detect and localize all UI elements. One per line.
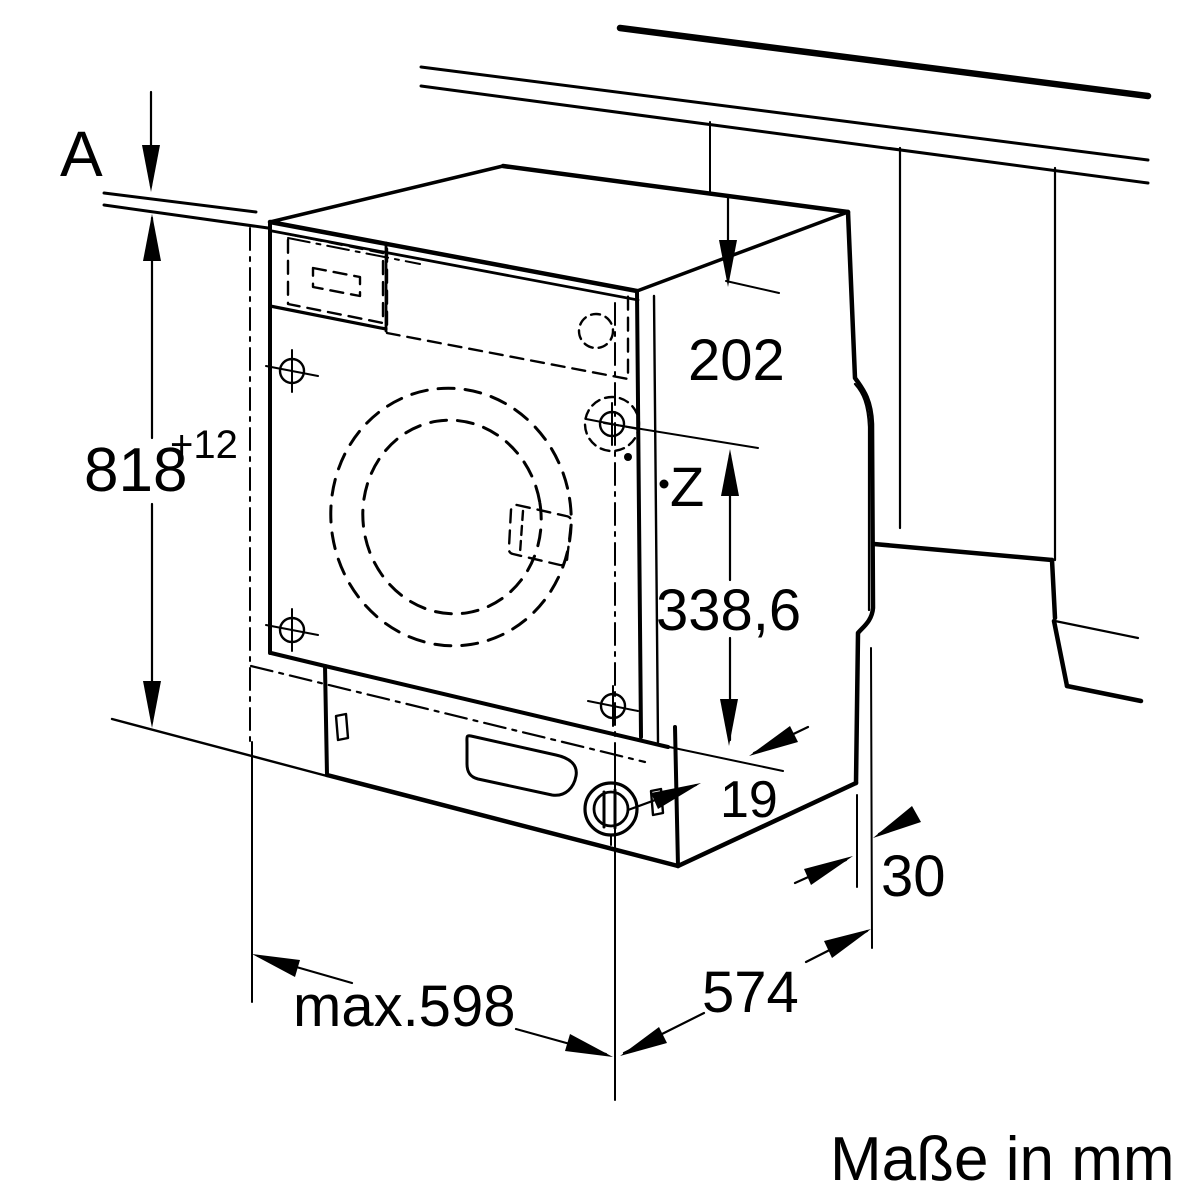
- arrowhead-19-upright: [651, 783, 701, 809]
- arrowhead-338-up: [721, 449, 739, 496]
- panel-top-edge: [270, 229, 640, 302]
- arrowhead-818-down: [143, 681, 161, 728]
- hinge-leader-line: [603, 422, 759, 449]
- cabinet-plinth-bottom: [1064, 683, 1144, 704]
- machine-front-right-edge: [635, 289, 643, 739]
- machine-bottom-front-edge: [323, 664, 670, 749]
- latch-left: [334, 712, 350, 742]
- cabinet-plinth-top: [1053, 619, 1140, 640]
- machine-step-left: [269, 651, 327, 668]
- hinge-highlight-circle: [583, 395, 641, 453]
- mounting-screws: [265, 349, 669, 727]
- door-grip-inner-line: [518, 509, 525, 555]
- hinge-dot-2: [659, 479, 669, 489]
- arrowhead-30-right: [873, 806, 921, 838]
- arrowhead-818-up: [143, 214, 161, 261]
- arrowhead-338-down: [720, 699, 738, 746]
- detergent-drawer-outline: [286, 232, 385, 325]
- arrowhead-202-down: [719, 240, 737, 287]
- reference-lines: [110, 227, 647, 1101]
- dim-818: 818 +12: [84, 214, 238, 728]
- dim-A: A: [60, 90, 160, 192]
- dim-30: 30: [793, 647, 946, 949]
- dim-338-6-value: 338,6: [656, 578, 801, 643]
- hinge-dot-1: [624, 453, 632, 461]
- program-knob-hidden: [577, 312, 615, 350]
- drawer-center-line: [287, 237, 421, 265]
- cabinet-plinth-edge: [1051, 618, 1070, 689]
- door-bulge-inner-line: [853, 382, 871, 612]
- detergent-drawer-inner: [311, 266, 362, 298]
- dim-818-value: 818: [84, 436, 187, 505]
- caption-units: Maße in mm: [830, 1125, 1174, 1194]
- arrowhead-A-down: [142, 145, 160, 192]
- porthole-inner: [361, 418, 543, 616]
- tick-202: [725, 280, 780, 294]
- worktop-and-wall: [102, 24, 1152, 230]
- screw-bottom-right: [587, 685, 639, 727]
- dim-A-label: A: [60, 118, 103, 190]
- machine-side-fold-line: [652, 294, 660, 744]
- adjacent-cabinet: [871, 146, 1144, 704]
- cabinet-base-step: [1049, 557, 1058, 621]
- arrowhead-598-left: [252, 954, 300, 977]
- extension-30-right: [870, 647, 873, 949]
- drum-door: [329, 386, 573, 648]
- arrowhead-19-downleft: [749, 726, 798, 756]
- dim-202-value: 202: [688, 328, 785, 393]
- dim-19-value: 19: [720, 771, 778, 829]
- dim-202: 202: [688, 121, 785, 393]
- porthole-outer: [329, 386, 573, 648]
- plinth-bottom-edge: [324, 772, 681, 869]
- dim-574: 574: [620, 929, 871, 1056]
- machine-side-bottom-edge: [675, 780, 859, 869]
- dim-19: 19: [626, 725, 810, 829]
- panel-bottom-edge: [268, 304, 388, 331]
- cabinet-base-line: [871, 541, 1055, 563]
- worktop-right-line-1: [419, 65, 1150, 162]
- fascia-panel-outline: [385, 242, 630, 381]
- adjuster-knob: [583, 781, 639, 846]
- worktop-left-line-1: [102, 191, 258, 214]
- door-grip: [507, 503, 573, 567]
- machine-side-right-edge: [845, 209, 876, 786]
- arrowhead-574-right: [824, 929, 871, 958]
- screw-top-left: [265, 349, 319, 393]
- plinth-center-line: [249, 664, 647, 764]
- hinge-label-z: Z: [670, 455, 704, 518]
- dim-338-6: Z 338,6: [603, 422, 801, 772]
- wall-top-edge: [616, 24, 1152, 100]
- dim-574-value: 574: [702, 960, 799, 1025]
- dim-30-value: 30: [881, 844, 946, 909]
- machine-top-back-edge: [500, 163, 851, 215]
- arrowhead-598-right: [565, 1034, 613, 1057]
- dim-818-tolerance: +12: [170, 423, 238, 467]
- dim-max-598: max.598: [252, 954, 613, 1057]
- latch-right: [649, 787, 665, 817]
- control-panel: [268, 229, 640, 381]
- dim-max-598-value: max.598: [293, 974, 515, 1039]
- machine-top-right-edge: [635, 210, 850, 293]
- arrowhead-574-left: [620, 1027, 667, 1056]
- reference-line-panel-bottom: [640, 740, 784, 772]
- floor-reference-line: [110, 717, 329, 778]
- worktop-left-line-2: [102, 203, 270, 230]
- machine-top-left-edge: [268, 164, 505, 224]
- screw-bottom-left: [265, 608, 319, 652]
- arrowhead-30-left: [804, 856, 853, 885]
- plinth-left-edge: [323, 664, 329, 777]
- worktop-right-line-2: [419, 84, 1150, 185]
- service-flap-cutout: [465, 734, 578, 797]
